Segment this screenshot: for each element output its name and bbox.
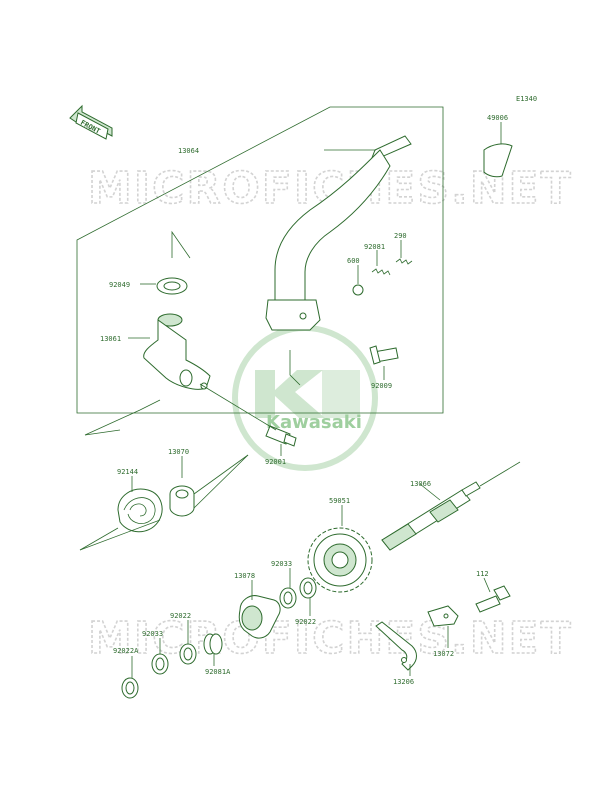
label-92081A: 92081A: [205, 668, 231, 676]
part-92033-ring-lower: [151, 638, 169, 675]
part-92022A-washer: [121, 656, 139, 699]
part-92033-ring-upper: [279, 568, 297, 609]
part-13072-stopper: [427, 605, 459, 648]
label-13066: 13066: [410, 480, 431, 488]
part-13061-holder: [128, 313, 211, 390]
label-112: 112: [476, 570, 489, 578]
figure-code: E1340: [516, 95, 537, 103]
label-290: 290: [394, 232, 407, 240]
label-92001: 92001: [265, 458, 286, 466]
label-92022-mid: 92022: [170, 612, 191, 620]
label-92144: 92144: [117, 468, 138, 476]
label-13061: 13061: [100, 335, 121, 343]
watermark-bottom: MICROFICHES.NET: [88, 613, 573, 664]
label-600: 600: [347, 257, 360, 265]
label-92033-lower: 92033: [142, 630, 163, 638]
part-92009-bolt: [369, 345, 399, 380]
label-13206: 13206: [393, 678, 414, 686]
label-13078: 13078: [234, 572, 255, 580]
label-92022A: 92022A: [113, 647, 139, 655]
part-290-spring: [395, 258, 413, 265]
part-13206-plate: [375, 621, 417, 676]
part-59051-gear: [307, 505, 373, 593]
part-13066-shaft: [381, 461, 521, 551]
label-49006: 49006: [487, 114, 508, 122]
logo-text: Kawasaki: [266, 412, 362, 433]
part-92144-spring: [79, 476, 163, 551]
part-92049-seal: [140, 230, 191, 295]
part-92001-bolt: [199, 383, 297, 456]
label-92049: 92049: [109, 281, 130, 289]
assembly-outline: [76, 106, 444, 414]
kawasaki-logo: Kawasaki: [232, 325, 378, 471]
label-59051: 59051: [329, 497, 350, 505]
part-600-ball: [352, 284, 364, 296]
label-92033-upper: 92033: [271, 560, 292, 568]
part-112-bolt: [475, 577, 511, 613]
part-92022-washer-mid: [179, 620, 197, 665]
part-49006-rubber: [483, 122, 513, 178]
part-92022-washer-upper: [299, 577, 317, 616]
label-92022-upper: 92022: [295, 618, 316, 626]
part-13070-collar: [169, 454, 249, 517]
label-13072: 13072: [433, 650, 454, 658]
front-arrow-icon: FRONT: [69, 104, 113, 140]
label-13070: 13070: [168, 448, 189, 456]
label-92081: 92081: [364, 243, 385, 251]
label-92009: 92009: [371, 382, 392, 390]
kick-pedal-lever: [265, 135, 412, 331]
part-92081-spring: [371, 268, 391, 276]
part-92081A-spring: [203, 633, 223, 666]
part-13078-ratchet: [238, 580, 281, 639]
label-13064: 13064: [178, 147, 199, 155]
